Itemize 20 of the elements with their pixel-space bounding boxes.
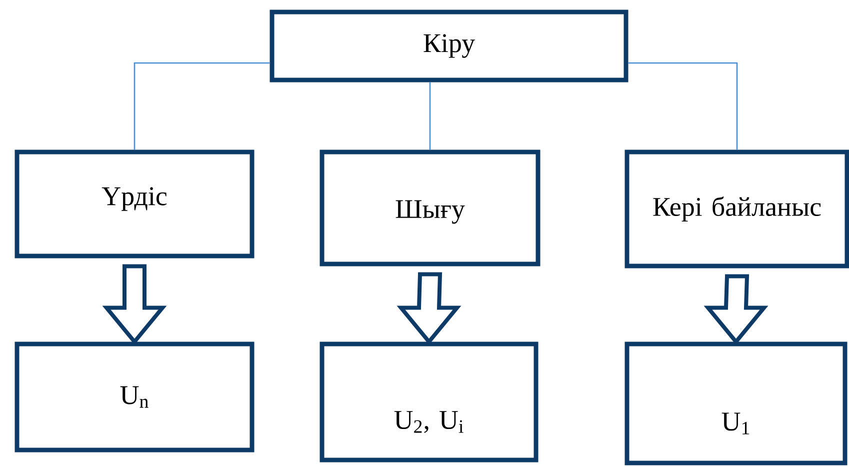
process-box [14, 150, 254, 258]
box-label: U$_{1}$ [722, 412, 750, 434]
box-label: U$_{2}$, U$_{i}$ [394, 411, 464, 433]
connector-line [429, 82, 431, 150]
process-box [320, 342, 538, 462]
process-box [270, 10, 628, 82]
connector-line [134, 62, 270, 150]
process-box [624, 342, 848, 466]
block-arrow [396, 272, 462, 345]
block-arrow [704, 274, 768, 345]
box-label: Үрдіс [102, 187, 167, 211]
connector-line [628, 62, 738, 150]
block-arrow [102, 264, 167, 345]
box-label: U$_{n}$ [120, 386, 148, 408]
box-label: Кері байланыс [653, 196, 821, 222]
box-label: Кіру [424, 34, 475, 58]
box-label: Шығу [396, 200, 465, 224]
process-box [624, 150, 849, 268]
process-box [14, 342, 254, 452]
process-box [320, 150, 540, 266]
